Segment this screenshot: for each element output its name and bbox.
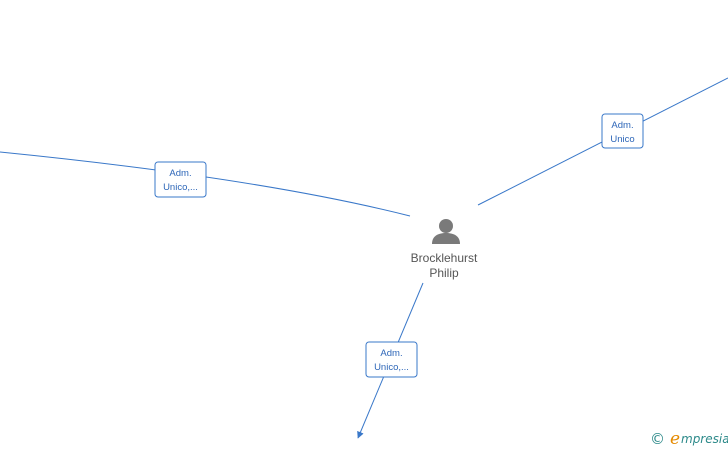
edge-label-left-line1: Adm. — [169, 168, 191, 179]
edge-label-down[interactable]: Adm. Unico,... — [365, 341, 418, 378]
edge-label-right-line2: Unico — [610, 134, 634, 145]
person-name-line2: Philip — [429, 266, 459, 280]
edge-label-left-line2: Unico,... — [163, 182, 198, 193]
copyright-symbol: © — [650, 430, 665, 448]
person-icon — [432, 219, 460, 244]
edge-label-down-line1: Adm. — [380, 348, 402, 359]
edge-label-right-line1: Adm. — [611, 120, 633, 131]
empresia-watermark: © e mpresia — [650, 429, 728, 449]
brand-logo-initial: e — [670, 429, 680, 449]
person-node[interactable]: Brocklehurst Philip — [411, 219, 478, 280]
edge-label-left[interactable]: Adm. Unico,... — [154, 161, 207, 198]
person-name-line1: Brocklehurst — [411, 251, 478, 265]
edge-label-down-line2: Unico,... — [374, 362, 409, 373]
brand-logo-text: mpresia — [681, 432, 728, 446]
edge-label-right[interactable]: Adm. Unico — [601, 113, 644, 149]
edge-left[interactable] — [0, 151, 411, 217]
